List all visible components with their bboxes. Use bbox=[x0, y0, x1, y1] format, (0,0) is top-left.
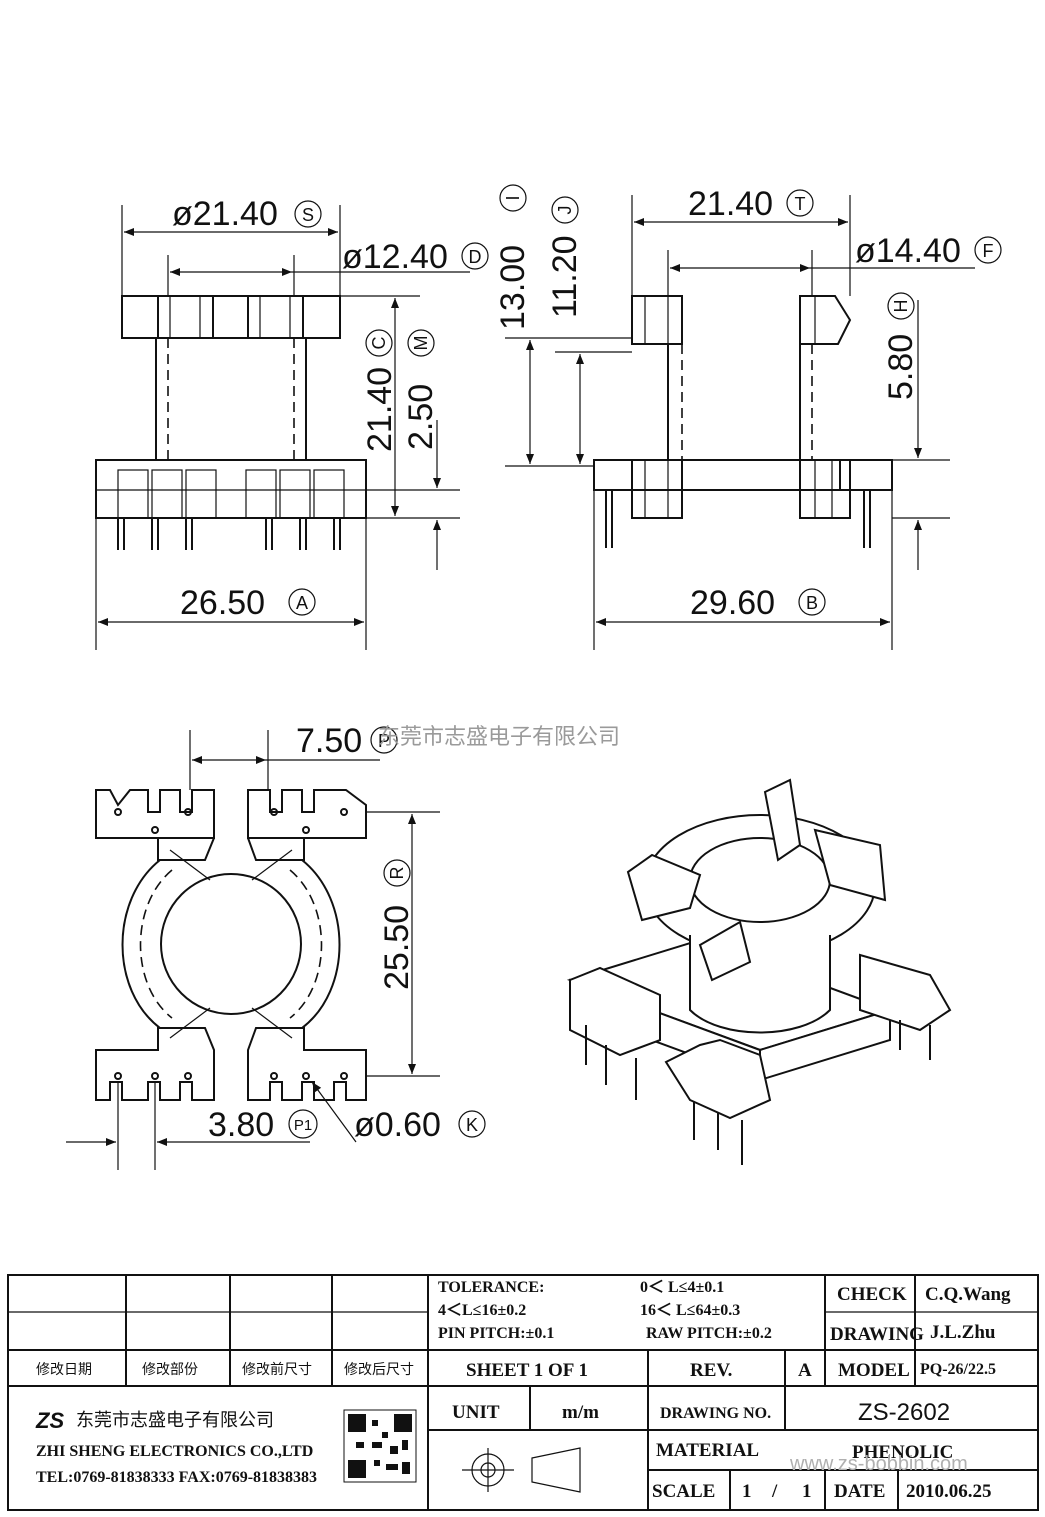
dim-t-value: 21.40 bbox=[688, 185, 773, 223]
tolerance-label: TOLERANCE: bbox=[438, 1279, 544, 1296]
pin-pitch: PIN PITCH:±0.1 bbox=[438, 1325, 554, 1342]
scale-numerator: 1 bbox=[742, 1481, 752, 1502]
dim-k-value: ø0.60 bbox=[354, 1106, 441, 1144]
rev-value: A bbox=[798, 1360, 812, 1381]
model-value: PQ-26/22.5 bbox=[920, 1361, 996, 1378]
scale-denominator: 1 bbox=[802, 1481, 812, 1502]
tolerance-range-2: 4＜L≤16±0.2 bbox=[438, 1302, 526, 1319]
tolerance-range-1: 0＜ L≤4±0.1 bbox=[640, 1279, 724, 1296]
material-label: MATERIAL bbox=[656, 1440, 759, 1461]
drawing-no-value: ZS-2602 bbox=[858, 1399, 950, 1426]
company-logo: ZS bbox=[35, 1408, 64, 1433]
dim-i-value: 13.00 bbox=[494, 245, 532, 330]
dim-h-value: 5.80 bbox=[882, 334, 920, 400]
date-label: DATE bbox=[834, 1481, 885, 1502]
dim-j-value: 11.20 bbox=[546, 235, 584, 318]
dim-k-tag: K bbox=[466, 1115, 478, 1135]
drawing-no-label: DRAWING NO. bbox=[660, 1405, 771, 1422]
dim-b-tag: B bbox=[806, 593, 818, 613]
drawing-label: DRAWING bbox=[830, 1324, 924, 1345]
tolerance-range-3: 16＜ L≤64±0.3 bbox=[640, 1302, 740, 1319]
check-label: CHECK bbox=[837, 1284, 907, 1305]
watermark-url: www.zs-bobbin.com bbox=[789, 1453, 968, 1475]
dim-t-tag: T bbox=[795, 194, 806, 214]
model-label: MODEL bbox=[838, 1360, 910, 1381]
dim-r-value: 25.50 bbox=[378, 905, 416, 990]
rev-part-col: 修改部份 bbox=[142, 1362, 198, 1378]
sheet-label: SHEET 1 OF 1 bbox=[466, 1360, 588, 1381]
title-block: TOLERANCE: 0＜ L≤4±0.1 4＜L≤16±0.2 16＜ L≤6… bbox=[7, 1274, 1039, 1511]
dim-f-tag: F bbox=[983, 241, 994, 261]
scale-separator: / bbox=[771, 1481, 778, 1502]
dimension-labels: ø21.40 S ø12.40 D 13.00 I 11.20 J 21.40 … bbox=[172, 184, 1002, 1144]
unit-label: UNIT bbox=[452, 1402, 500, 1423]
dim-r-tag: R bbox=[387, 867, 407, 880]
projection-symbol-icon bbox=[462, 1447, 581, 1493]
dim-a-value: 26.50 bbox=[180, 584, 265, 622]
qr-code-icon bbox=[343, 1409, 417, 1483]
isometric-view bbox=[566, 778, 952, 1165]
dim-a-tag: A bbox=[296, 593, 308, 613]
rev-label: REV. bbox=[690, 1360, 732, 1381]
dim-s-tag: S bbox=[302, 205, 314, 225]
dim-c-tag: C bbox=[369, 337, 389, 350]
front-view bbox=[95, 205, 470, 650]
dim-i-tag: I bbox=[503, 195, 523, 200]
side-view bbox=[505, 195, 975, 650]
rev-date-col: 修改日期 bbox=[36, 1362, 92, 1378]
material-value: PHENOLIC bbox=[852, 1442, 953, 1463]
dim-p-tag: P bbox=[378, 731, 390, 751]
check-value: C.Q.Wang bbox=[925, 1284, 1011, 1305]
dim-m-tag: M bbox=[411, 336, 431, 351]
dim-p1-value: 3.80 bbox=[208, 1106, 274, 1144]
raw-pitch: RAW PITCH:±0.2 bbox=[646, 1325, 772, 1342]
date-value: 2010.06.25 bbox=[906, 1481, 992, 1502]
dim-c-value: 21.40 bbox=[361, 367, 399, 452]
company-name-en: ZHI SHENG ELECTRONICS CO.,LTD bbox=[36, 1443, 313, 1460]
drawing-value: J.L.Zhu bbox=[930, 1322, 996, 1343]
watermark-text: 东莞市志盛电子有限公司 bbox=[378, 724, 620, 749]
dim-f-value: ø14.40 bbox=[855, 232, 961, 270]
dim-p-value: 7.50 bbox=[296, 722, 362, 760]
rev-before-col: 修改前尺寸 bbox=[242, 1361, 312, 1378]
dim-h-tag: H bbox=[891, 300, 911, 313]
company-name-cn: 东莞市志盛电子有限公司 bbox=[76, 1410, 274, 1430]
scale-label: SCALE bbox=[652, 1481, 715, 1502]
bottom-view bbox=[66, 730, 440, 1170]
company-contact: TEL:0769-81838333 FAX:0769-81838383 bbox=[36, 1469, 317, 1486]
dim-j-tag: J bbox=[555, 206, 575, 215]
rev-after-col: 修改后尺寸 bbox=[344, 1362, 414, 1378]
dim-d-value: ø12.40 bbox=[342, 238, 448, 276]
dim-p1-tag: P1 bbox=[294, 1117, 312, 1134]
dim-b-value: 29.60 bbox=[690, 584, 775, 622]
unit-value: m/m bbox=[562, 1402, 599, 1423]
dim-s-value: ø21.40 bbox=[172, 195, 278, 233]
dim-m-value: 2.50 bbox=[402, 384, 440, 450]
dim-d-tag: D bbox=[469, 247, 482, 267]
